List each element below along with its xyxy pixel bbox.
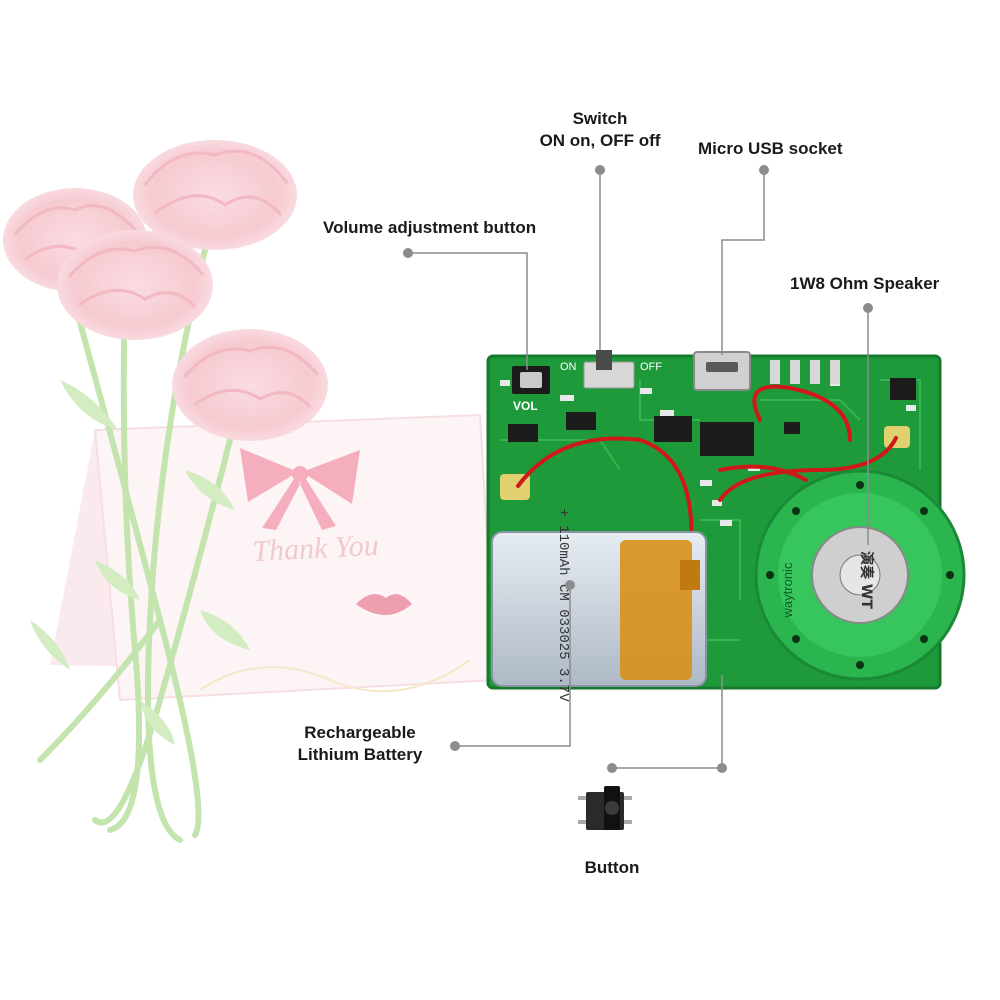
vol-silkscreen: VOL	[513, 399, 538, 413]
on-silkscreen: ON	[560, 361, 577, 373]
battery-label: Rechargeable Lithium Battery	[280, 722, 440, 766]
speaker-holes	[766, 481, 954, 669]
background-illustration: Thank You	[3, 140, 497, 843]
micro-usb-socket	[693, 351, 751, 391]
leader-battery	[455, 585, 571, 747]
tactile-button-icon	[578, 786, 632, 830]
switch-label: Switch ON on, OFF off	[500, 108, 700, 152]
header-pins	[770, 360, 840, 384]
usb-label: Micro USB socket	[698, 139, 843, 158]
leader-dots	[403, 165, 873, 773]
speaker: waytronic 演奏 WT	[754, 469, 966, 681]
off-silkscreen: OFF	[640, 361, 662, 373]
speaker-print: 演奏 WT	[858, 551, 875, 609]
lips-icon	[356, 594, 412, 615]
carnation-leaves	[30, 380, 250, 745]
switch-desc: ON on, OFF off	[539, 131, 661, 150]
leader-usb	[721, 170, 765, 355]
ribbon-bow-icon	[240, 448, 360, 530]
lithium-battery: + 110mAh CM 033025 3.7V	[491, 508, 707, 702]
carnation-stems	[37, 207, 243, 843]
switch-title: Switch	[572, 109, 628, 128]
button-label: Button	[584, 858, 640, 877]
ic-chips	[508, 378, 916, 456]
red-wires	[516, 384, 898, 562]
card-text: Thank You	[252, 529, 380, 569]
battery-label-line1: Rechargeable	[304, 723, 416, 742]
volume-button: VOL	[512, 366, 550, 413]
carnation-flowers	[3, 140, 328, 441]
speaker-label: 1W8 Ohm Speaker	[790, 274, 940, 293]
volume-label: Volume adjustment button	[323, 218, 537, 237]
leader-volume	[408, 252, 528, 370]
speaker-brand: waytronic	[780, 562, 795, 618]
battery-print: + 110mAh CM 033025 3.7V	[555, 508, 571, 702]
leader-lines	[408, 170, 869, 769]
power-switch: ON OFF	[560, 350, 662, 389]
battery-label-line2: Lithium Battery	[297, 745, 423, 764]
